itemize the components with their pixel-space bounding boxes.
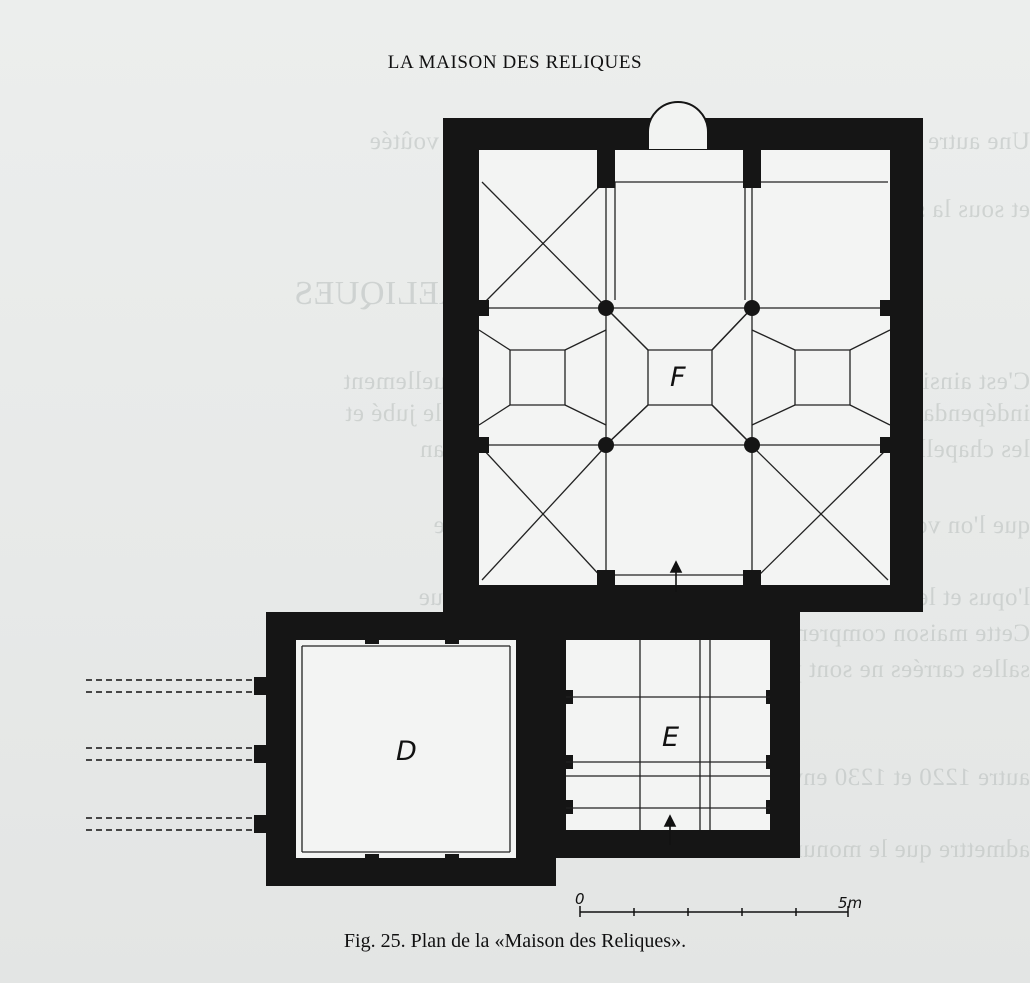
room-f-apse xyxy=(647,101,709,151)
room-f-walls xyxy=(443,118,923,612)
room-label-f: F xyxy=(670,362,686,393)
scale-bar xyxy=(579,906,849,917)
room-d-interior xyxy=(86,630,516,868)
scale-label-start: 0 xyxy=(575,890,585,908)
room-d-walls xyxy=(266,612,556,886)
room-label-e: E xyxy=(662,722,679,753)
scale-label-end: 5m xyxy=(838,894,862,912)
running-head: LA MAISON DES RELIQUES xyxy=(387,52,643,73)
room-f-interior xyxy=(478,150,891,592)
room-label-d: D xyxy=(396,736,417,767)
room-e-interior xyxy=(526,640,776,845)
figure-caption: Fig. 25. Plan de la «Maison des Reliques… xyxy=(343,930,687,952)
